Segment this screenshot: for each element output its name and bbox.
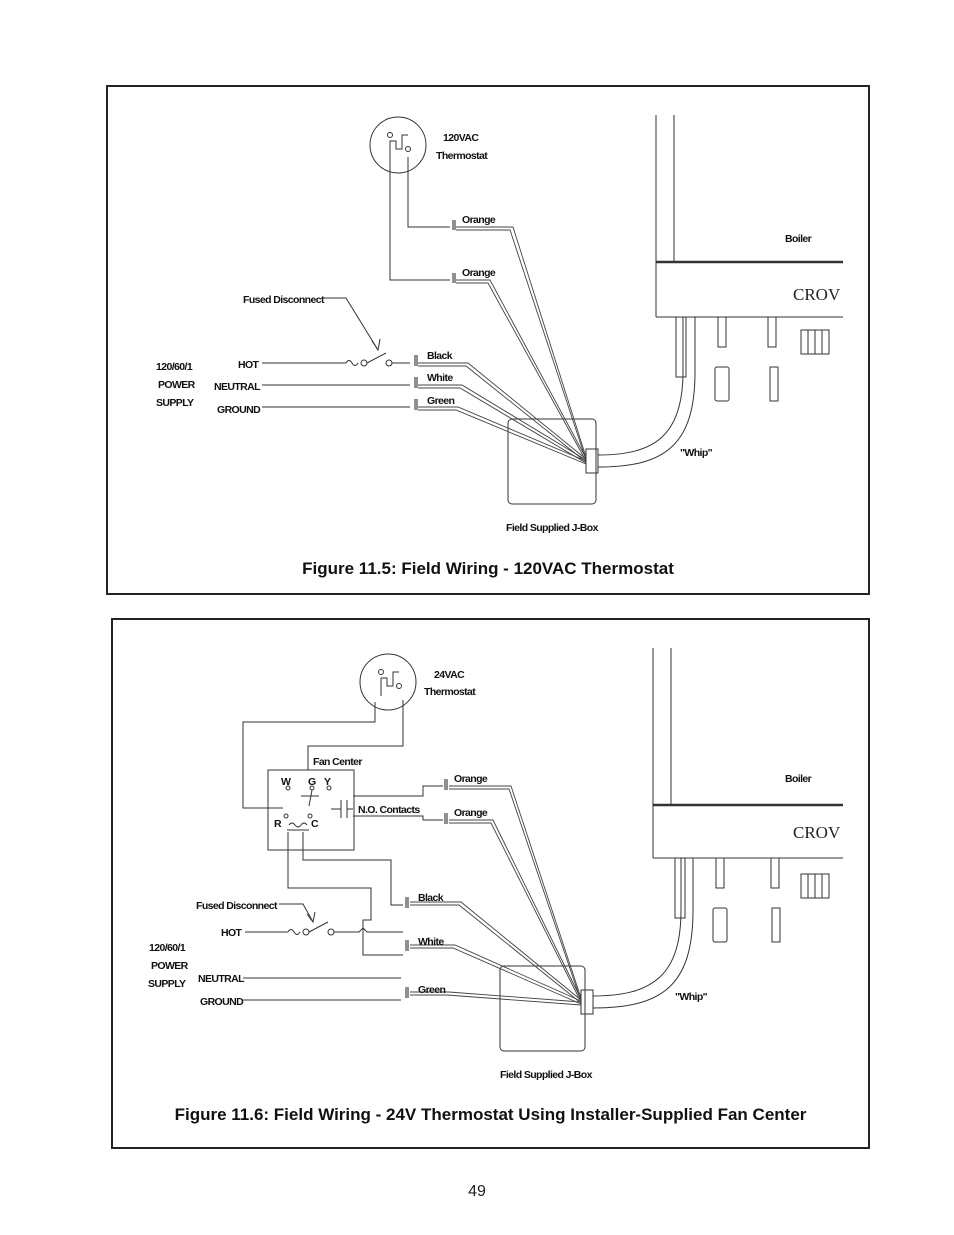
- wire-label-white: White: [418, 936, 444, 948]
- wire-label-green: Green: [418, 984, 446, 996]
- boiler-icon: [652, 648, 843, 943]
- supply-label-line2: POWER: [158, 379, 196, 391]
- thermostat-label-line1: 120VAC: [443, 132, 479, 144]
- hot-label: HOT: [238, 359, 260, 371]
- fused-disconnect-label: Fused Disconnect: [196, 900, 278, 912]
- wiring-diagram-120vac: 120VAC Thermostat Orange Orange Fused Di…: [156, 115, 843, 534]
- supply-label-line3: SUPPLY: [148, 978, 186, 990]
- thermostat-label-line2: Thermostat: [424, 686, 476, 698]
- neutral-label: NEUTRAL: [198, 973, 245, 985]
- jbox-label: Field Supplied J-Box: [506, 522, 599, 534]
- no-contacts-label: N.O. Contacts: [358, 804, 420, 816]
- figure-caption: Figure 11.6: Field Wiring - 24V Thermost…: [174, 1105, 807, 1124]
- page-number: 49: [468, 1183, 486, 1200]
- boiler-label: Boiler: [785, 233, 812, 245]
- supply-label-line1: 120/60/1: [149, 942, 186, 954]
- wire-label-black: Black: [427, 350, 453, 362]
- whip-label: "Whip": [675, 991, 708, 1003]
- terminal-r-label: R: [274, 818, 282, 830]
- boiler-label: Boiler: [785, 773, 812, 785]
- supply-label-line1: 120/60/1: [156, 361, 193, 373]
- wire-label-orange-2: Orange: [454, 807, 488, 819]
- thermostat-icon: [369, 116, 427, 174]
- thermostat-label-line1: 24VAC: [434, 669, 465, 681]
- figure-caption: Figure 11.5: Field Wiring - 120VAC Therm…: [302, 559, 674, 578]
- wire-label-orange-1: Orange: [454, 773, 488, 785]
- hot-label: HOT: [221, 927, 243, 939]
- wire-label-green: Green: [427, 395, 455, 407]
- terminal-w-label: W: [281, 776, 291, 788]
- wire-label-orange-1: Orange: [462, 214, 496, 226]
- brand-logo: CROV: [793, 285, 841, 304]
- thermostat-label-line2: Thermostat: [436, 150, 488, 162]
- boiler-icon: [655, 115, 843, 402]
- wire-label-black: Black: [418, 892, 444, 904]
- figure-11-5: 120VAC Thermostat Orange Orange Fused Di…: [106, 85, 870, 595]
- ground-label: GROUND: [200, 996, 244, 1008]
- fan-center-label: Fan Center: [313, 756, 362, 768]
- ground-label: GROUND: [217, 404, 261, 416]
- jbox-label: Field Supplied J-Box: [500, 1069, 593, 1081]
- wire-label-orange-2: Orange: [462, 267, 496, 279]
- wiring-diagram-24v: 24VAC Thermostat Fan Center W G Y R C N.…: [148, 648, 843, 1081]
- supply-label-line2: POWER: [151, 960, 189, 972]
- neutral-label: NEUTRAL: [214, 381, 261, 393]
- terminal-y-label: Y: [324, 776, 331, 788]
- terminal-c-label: C: [311, 818, 319, 830]
- figure-11-6: 24VAC Thermostat Fan Center W G Y R C N.…: [111, 618, 870, 1149]
- whip-label: "Whip": [680, 447, 713, 459]
- wire-label-white: White: [427, 372, 453, 384]
- junction-box-icon: [507, 418, 597, 505]
- fan-center-box: [267, 769, 355, 851]
- thermostat-icon: [359, 653, 417, 711]
- brand-logo: CROV: [793, 823, 841, 842]
- terminal-g-label: G: [308, 776, 316, 788]
- supply-label-line3: SUPPLY: [156, 397, 194, 409]
- junction-box-icon: [499, 965, 586, 1052]
- fused-disconnect-label: Fused Disconnect: [243, 294, 325, 306]
